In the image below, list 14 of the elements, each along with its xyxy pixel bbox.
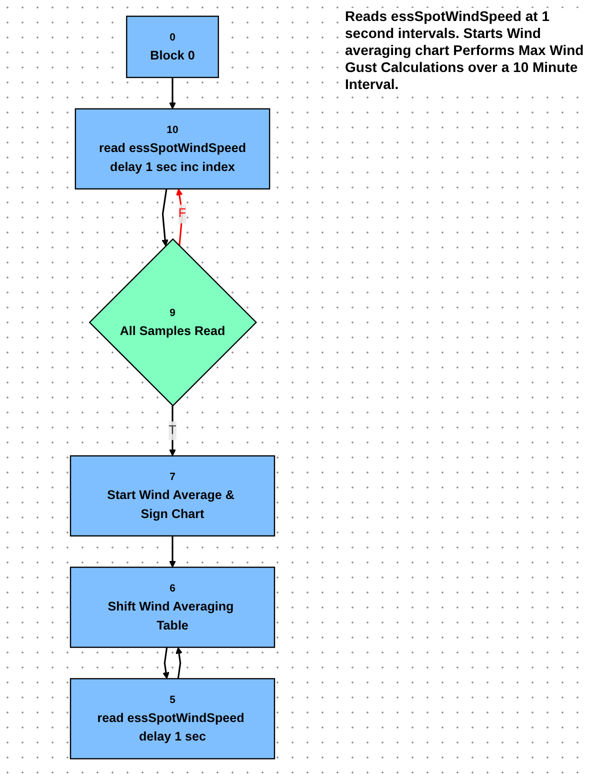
arrow xyxy=(169,536,176,568)
arrow xyxy=(169,77,176,110)
arrow xyxy=(162,188,168,246)
arrow xyxy=(176,188,184,246)
edge-label: T xyxy=(168,424,176,438)
arrow xyxy=(162,647,170,679)
node-box: 5 read essSpotWindSpeed delay 1 sec xyxy=(70,678,276,760)
node-box: 0 Block 0 xyxy=(126,16,219,78)
edge-label: F xyxy=(178,206,186,220)
node-box: 10 read essSpotWindSpeed delay 1 sec inc index xyxy=(74,108,270,190)
arrow xyxy=(176,647,182,679)
node-box: 6 Shift Wind Averaging Table xyxy=(70,566,276,648)
node-diamond: 9 All Samples Read xyxy=(88,238,257,406)
node-box: 7 Start Wind Average & Sign Chart xyxy=(70,455,276,536)
